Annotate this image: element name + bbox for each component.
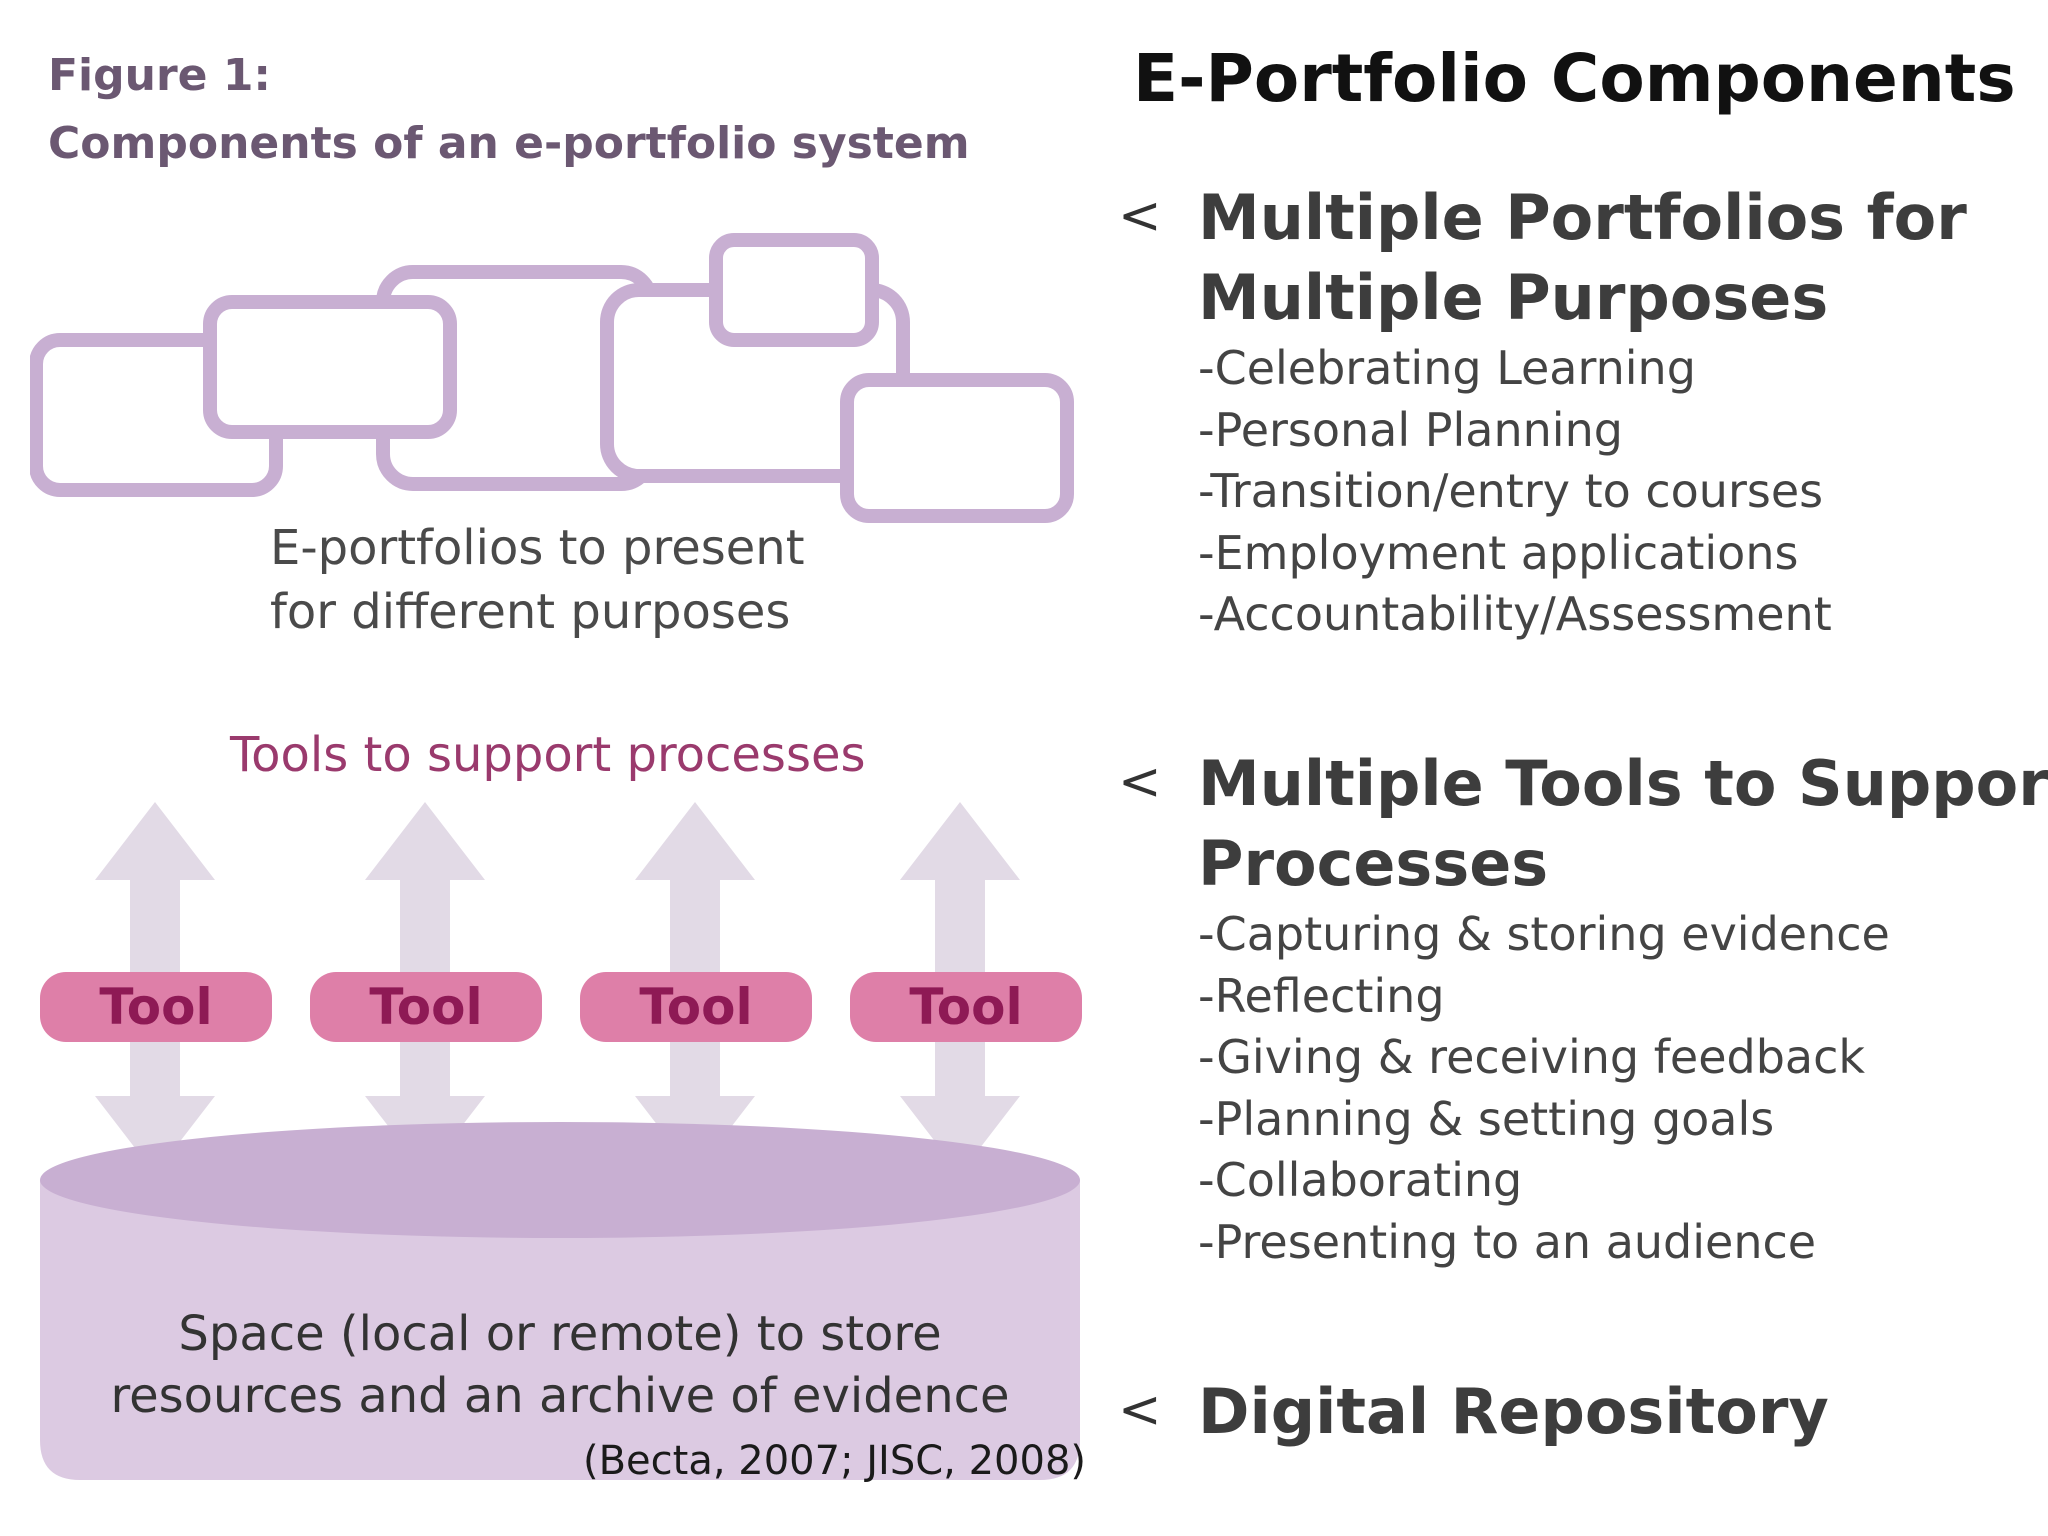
list-item: -Accountability/Assessment [1198,587,1832,641]
list-item: -Personal Planning [1198,402,1623,457]
list-item: -Giving & receiving feedback [1198,1030,1866,1084]
eportfolio-figure: Figure 1: Components of an e-portfolio s… [30,40,1090,1520]
figure-caption: Components of an e-portfolio system [48,118,970,169]
portfolios-label-line1: E-portfolios to present [270,520,805,576]
storage-label-line1: Space (local or remote) to store [178,1306,942,1362]
list-item: -Capturing & storing evidence [1198,907,1890,961]
tools-label: Tools to support processes [230,727,866,783]
bullet-marker: < [1118,752,1162,812]
section-tools: < Multiple Tools to Support Processes -C… [1118,744,2048,1284]
list-item: -Employment applications [1198,525,1799,580]
tool-pill-1 [40,972,272,1042]
tool-label-2: Tool [369,978,483,1036]
figure-number: Figure 1: [48,50,272,101]
portfolio-frame-6 [709,233,879,347]
list-item: -Transition/entry to courses [1198,464,1824,518]
tool-label-3: Tool [639,978,753,1036]
storage-label-line2: resources and an archive of evidence [110,1368,1010,1424]
section-repository: < Digital Repository [1118,1372,2018,1472]
section-heading: Multiple Portfolios for Multiple Purpose… [1198,181,1967,334]
sub-list: -Celebrating Learning -Personal Planning… [1198,338,1832,646]
storage-cylinder [40,1122,1080,1480]
page-title: E-Portfolio Components [1133,40,2016,117]
tool-label-4: Tool [909,978,1023,1036]
sub-list: -Capturing & storing evidence -Reflectin… [1198,904,1890,1273]
list-item: -Planning & setting goals [1198,1091,1775,1146]
tool-pill-2 [310,972,542,1042]
portfolio-frame-3 [203,295,457,439]
tool-pill-3 [580,972,812,1042]
tool-pills [40,972,1082,1042]
cylinder-body [40,1180,1080,1480]
list-item: -Reflecting [1198,968,1445,1023]
cylinder-top [40,1122,1080,1238]
list-item: -Presenting to an audience [1198,1214,1817,1269]
bullet-marker: < [1118,186,1162,246]
figure-drawing [30,233,1082,1480]
citation: (Becta, 2007; JISC, 2008) [583,1438,1087,1484]
section-heading: Digital Repository [1198,1375,1829,1448]
portfolio-frames [30,233,1074,523]
bullet-marker: < [1118,1380,1162,1440]
portfolio-frame-5 [840,373,1074,523]
portfolios-label-line2: for different purposes [270,584,791,640]
tool-pill-4 [850,972,1082,1042]
section-portfolios: < Multiple Portfolios for Multiple Purpo… [1118,178,2018,648]
section-heading: Multiple Tools to Support Processes [1198,747,2048,900]
list-item: -Celebrating Learning [1198,341,1696,395]
list-item: -Collaborating [1198,1153,1523,1207]
tool-label-1: Tool [99,978,213,1036]
